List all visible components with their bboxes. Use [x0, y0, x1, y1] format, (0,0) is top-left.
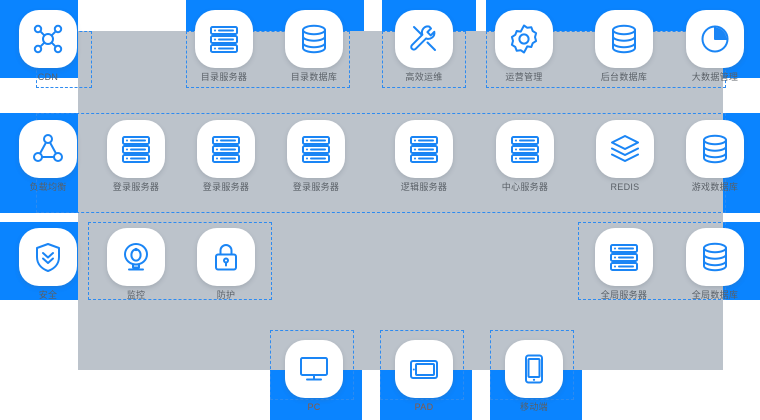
server-rack-icon[interactable]	[595, 228, 653, 286]
node-backend-db[interactable]: 后台数据库	[592, 10, 656, 83]
node-pc[interactable]: PC	[282, 340, 346, 413]
tools-icon[interactable]	[395, 10, 453, 68]
node-logic-server[interactable]: 逻辑服务器	[392, 120, 456, 193]
cdn-network-icon[interactable]	[19, 10, 77, 68]
node-label-login-2: 登录服务器	[202, 182, 250, 192]
shield-icon[interactable]	[19, 228, 77, 286]
node-label-logic-server: 逻辑服务器	[400, 182, 448, 192]
group-security	[88, 222, 272, 300]
node-load-balance[interactable]: 负载均衡	[16, 120, 80, 193]
database-icon[interactable]	[595, 10, 653, 68]
node-dir-db[interactable]: 目录数据库	[282, 10, 346, 83]
node-label-global-db: 全局数据库	[691, 290, 739, 300]
node-pad[interactable]: PAD	[392, 340, 456, 413]
node-label-login-1: 登录服务器	[112, 182, 160, 192]
node-label-bigdata: 大数据管理	[691, 72, 739, 82]
node-game-db[interactable]: 游戏数据库	[683, 120, 747, 193]
server-rack-icon[interactable]	[287, 120, 345, 178]
node-redis[interactable]: REDIS	[593, 120, 657, 193]
node-label-dir-db: 目录数据库	[290, 72, 338, 82]
monitor-icon[interactable]	[285, 340, 343, 398]
server-rack-icon[interactable]	[197, 120, 255, 178]
node-ops[interactable]: 高效运维	[392, 10, 456, 83]
node-label-pad: PAD	[414, 402, 434, 412]
node-center-server[interactable]: 中心服务器	[493, 120, 557, 193]
tablet-icon[interactable]	[395, 340, 453, 398]
group-pc	[270, 330, 354, 400]
server-rack-icon[interactable]	[395, 120, 453, 178]
node-label-backend-db: 后台数据库	[600, 72, 648, 82]
node-label-login-3: 登录服务器	[292, 182, 340, 192]
node-protect[interactable]: 防护	[194, 228, 258, 301]
node-label-load-balance: 负载均衡	[29, 182, 67, 192]
node-label-dir-server: 目录服务器	[200, 72, 248, 82]
group-pad	[380, 330, 464, 400]
node-label-pc: PC	[307, 402, 321, 412]
node-label-center-server: 中心服务器	[501, 182, 549, 192]
phone-icon[interactable]	[505, 340, 563, 398]
load-balance-icon[interactable]	[19, 120, 77, 178]
node-bigdata[interactable]: 大数据管理	[683, 10, 747, 83]
database-icon[interactable]	[686, 228, 744, 286]
server-rack-icon[interactable]	[496, 120, 554, 178]
node-label-redis: REDIS	[610, 182, 640, 192]
node-op-mgmt[interactable]: 运营管理	[492, 10, 556, 83]
node-label-cdn: CDN	[37, 72, 59, 82]
node-global-db[interactable]: 全局数据库	[683, 228, 747, 301]
node-label-op-mgmt: 运营管理	[505, 72, 543, 82]
node-security[interactable]: 安全	[16, 228, 80, 301]
group-directory	[186, 31, 350, 88]
node-label-ops: 高效运维	[405, 72, 443, 82]
node-label-global-server: 全局服务器	[600, 290, 648, 300]
node-login-1[interactable]: 登录服务器	[104, 120, 168, 193]
camera-icon[interactable]	[107, 228, 165, 286]
node-label-mobile: 移动端	[520, 402, 548, 412]
group-mobile	[490, 330, 574, 400]
node-cdn[interactable]: CDN	[16, 10, 80, 83]
node-label-security: 安全	[38, 290, 58, 300]
node-mobile[interactable]: 移动端	[502, 340, 566, 413]
server-rack-icon[interactable]	[107, 120, 165, 178]
server-rack-icon[interactable]	[195, 10, 253, 68]
node-dir-server[interactable]: 目录服务器	[192, 10, 256, 83]
gear-icon[interactable]	[495, 10, 553, 68]
node-label-monitor: 监控	[126, 290, 146, 300]
node-label-game-db: 游戏数据库	[691, 182, 739, 192]
node-label-protect: 防护	[216, 290, 236, 300]
pie-chart-icon[interactable]	[686, 10, 744, 68]
node-login-2[interactable]: 登录服务器	[194, 120, 258, 193]
node-global-server[interactable]: 全局服务器	[592, 228, 656, 301]
layers-icon[interactable]	[596, 120, 654, 178]
node-login-3[interactable]: 登录服务器	[284, 120, 348, 193]
node-monitor[interactable]: 监控	[104, 228, 168, 301]
database-icon[interactable]	[686, 120, 744, 178]
lock-icon[interactable]	[197, 228, 255, 286]
database-icon[interactable]	[285, 10, 343, 68]
